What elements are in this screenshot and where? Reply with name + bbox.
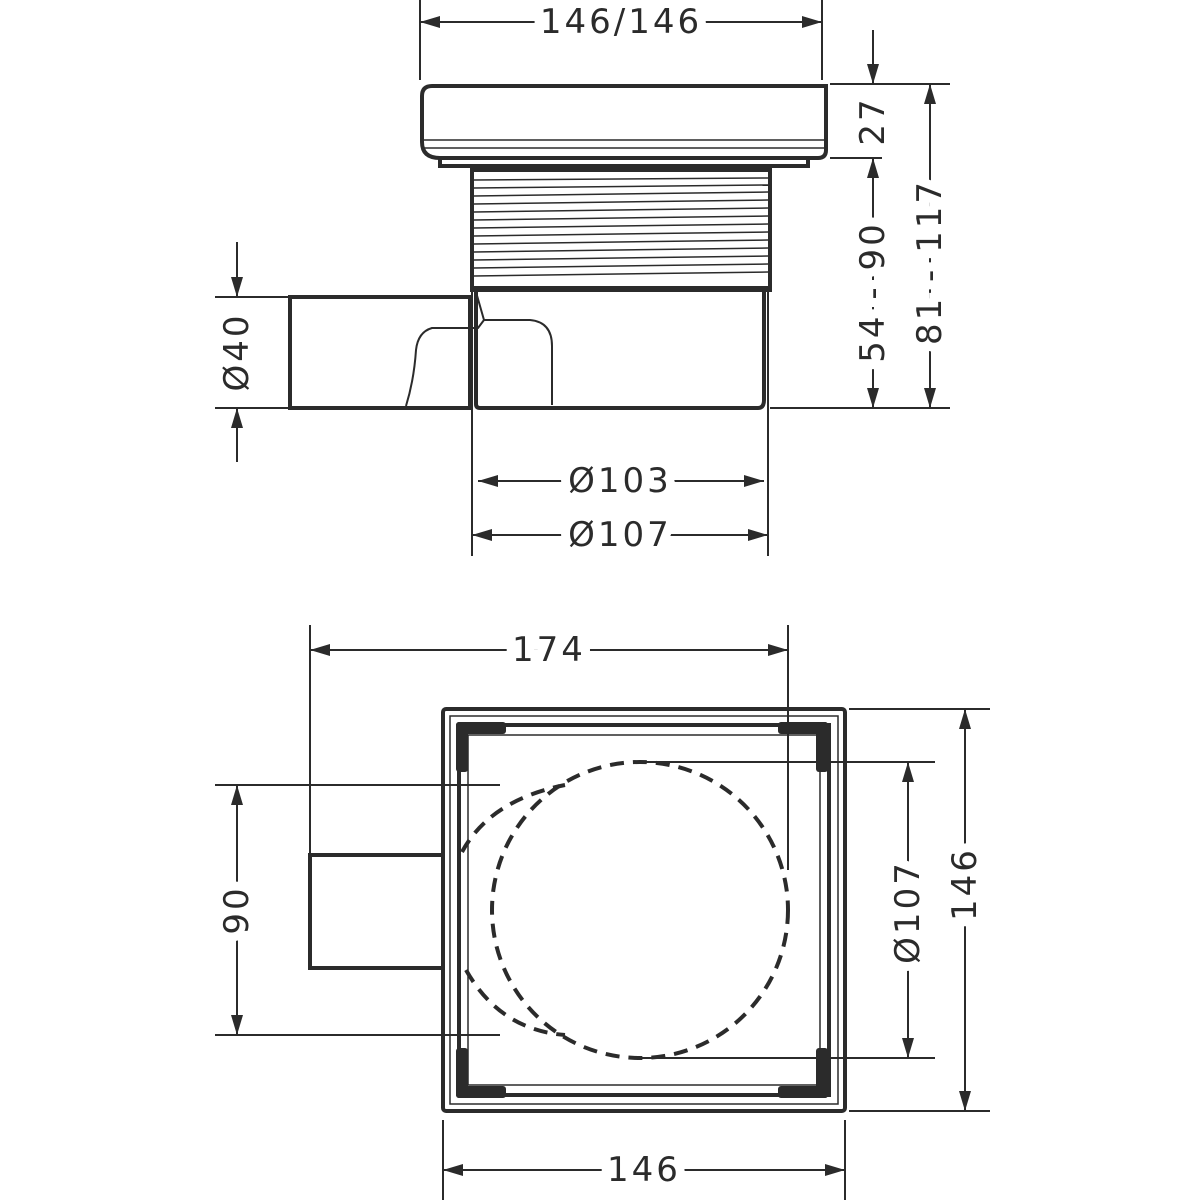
grate-cover	[420, 84, 828, 160]
plan-height-label: 146	[945, 847, 985, 921]
width-label: 146/146	[540, 2, 702, 42]
overall-length-label: 174	[512, 630, 586, 670]
plan-width-label: 146	[607, 1150, 681, 1190]
frame-corners	[456, 722, 828, 1098]
plan-view: 174 90 Ø107 146 146	[208, 621, 994, 1200]
outer-diameter-label: Ø107	[568, 515, 672, 555]
outlet-diameter-label: Ø40	[217, 312, 257, 391]
frame-inner	[457, 723, 831, 1097]
outlet-offset-label: 90	[217, 885, 257, 934]
outlet-elbow	[405, 291, 553, 407]
outlet-pipe	[288, 295, 472, 410]
grate-lip	[438, 158, 810, 168]
plan-diameter-label: Ø107	[888, 860, 928, 964]
total-height-label: 81 - 117	[910, 179, 950, 345]
side-view: 146/146 Ø40 27 54 - 90 81 - 117 Ø103 Ø10…	[208, 0, 959, 564]
lower-body	[474, 290, 766, 410]
outlet-hidden-outline	[460, 783, 566, 1037]
thread-lines	[473, 177, 769, 277]
body-height-label: 54 - 90	[853, 221, 893, 362]
outlet-pipe-plan	[308, 853, 445, 970]
frame-outer	[441, 707, 847, 1113]
drain-body-hidden-outline	[490, 760, 790, 1060]
grate-height-label: 27	[853, 96, 893, 145]
inner-diameter-label: Ø103	[568, 461, 672, 501]
